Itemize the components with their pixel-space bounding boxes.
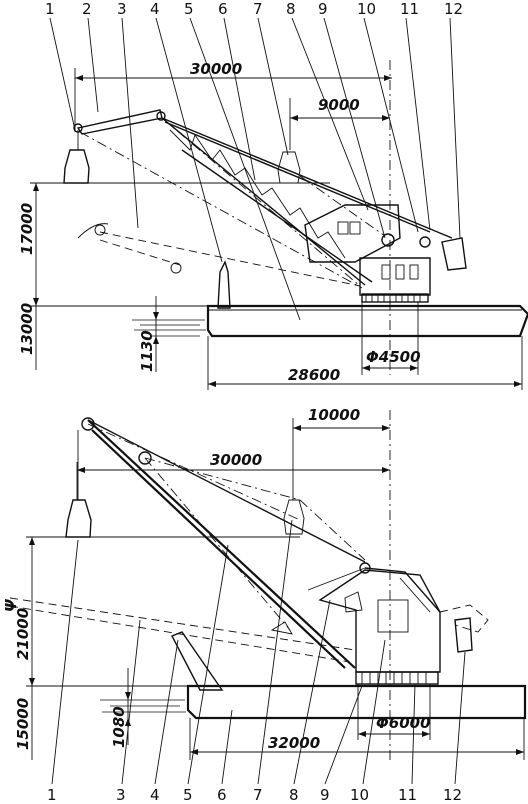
bottom-dim-vertical: 21000 15000 Ψ	[2, 536, 300, 760]
bottom-counterweight	[439, 604, 489, 653]
callout-12: 12	[443, 786, 462, 804]
top-pontoon	[206, 304, 528, 338]
callout-7: 7	[253, 786, 263, 804]
top-jib-lowered	[77, 223, 361, 287]
bottom-height-above: 21000	[14, 608, 32, 660]
bottom-figure: 10000 30000	[2, 406, 527, 804]
bottom-machine-house	[307, 562, 441, 673]
bottom-dim-draft: 1080	[110, 668, 131, 748]
top-callouts: 1 2 3 4 5 6 7 8 9 10 11 12	[45, 0, 463, 18]
top-reach-outer: 30000	[190, 60, 242, 78]
bottom-jib	[87, 423, 366, 631]
top-dim-9000: 9000	[289, 96, 390, 150]
top-jib	[73, 109, 163, 150]
callout-10: 10	[357, 0, 376, 18]
top-pontoon-length: 28600	[288, 366, 340, 384]
callout-5: 5	[184, 0, 194, 18]
bottom-dim-10000: 10000	[292, 406, 390, 500]
bottom-depth-below: 15000	[14, 698, 32, 750]
bottom-callouts: 1 3 4 5 6 7 8 9 10 11 12	[47, 786, 462, 804]
top-dim-30000: 30000	[74, 60, 392, 132]
top-dim-length: 28600	[207, 336, 523, 390]
bottom-reach-outer: 30000	[210, 451, 262, 469]
top-boom	[156, 111, 453, 286]
bottom-boom	[81, 417, 366, 669]
top-dim-diameter: Φ4500	[361, 302, 421, 375]
callout-5: 5	[183, 786, 193, 804]
callout-3: 3	[117, 0, 127, 18]
top-post	[217, 260, 231, 309]
bottom-dim-length: 32000	[189, 718, 525, 760]
top-ring-diameter: Φ4500	[366, 348, 421, 366]
bottom-water	[100, 699, 186, 713]
callout-10: 10	[350, 786, 369, 804]
callout-1: 1	[45, 0, 55, 18]
bottom-dim-30000: 30000	[76, 451, 390, 500]
bottom-reach-inner: 10000	[308, 406, 360, 424]
callout-9: 9	[320, 786, 330, 804]
bottom-draft: 1080	[110, 706, 128, 748]
top-reach-inner: 9000	[318, 96, 360, 114]
top-dim-draft: 1130	[138, 296, 159, 372]
bottom-bucket-ghost	[283, 499, 305, 535]
bottom-post	[171, 631, 224, 691]
top-slewing-ring	[361, 293, 429, 303]
top-water	[132, 319, 206, 337]
bottom-bucket-loaded	[65, 499, 92, 538]
bottom-slewing-ring	[355, 671, 439, 685]
callout-2: 2	[82, 0, 92, 18]
bottom-ring-diameter: Φ6000	[376, 714, 431, 732]
top-leader-lines	[49, 17, 461, 321]
callout-8: 8	[286, 0, 296, 18]
bottom-pontoon-length: 32000	[268, 734, 320, 752]
callout-11: 11	[400, 0, 419, 18]
top-depth-below: 13000	[18, 303, 36, 355]
top-counterweight	[441, 237, 467, 271]
callout-6: 6	[218, 0, 228, 18]
bottom-leader-lines	[51, 519, 466, 785]
callout-12: 12	[444, 0, 463, 18]
callout-9: 9	[318, 0, 328, 18]
callout-4: 4	[150, 0, 160, 18]
top-machine-house	[304, 204, 431, 296]
bottom-psi-mark: Ψ	[2, 599, 20, 612]
bottom-dim-diameter: Φ6000	[357, 684, 431, 740]
bottom-pontoon	[186, 684, 527, 720]
callout-1: 1	[47, 786, 57, 804]
top-dim-vertical: 17000 13000	[18, 182, 330, 370]
callout-3: 3	[116, 786, 126, 804]
callout-7: 7	[253, 0, 263, 18]
top-draft: 1130	[138, 330, 156, 372]
callout-11: 11	[398, 786, 417, 804]
top-bucket-loaded	[63, 149, 90, 184]
callout-4: 4	[150, 786, 160, 804]
top-height-above: 17000	[18, 203, 36, 255]
top-figure: 1 2 3 4 5 6 7 8 9 10 11 12	[18, 0, 528, 390]
callout-8: 8	[289, 786, 299, 804]
callout-6: 6	[217, 786, 227, 804]
